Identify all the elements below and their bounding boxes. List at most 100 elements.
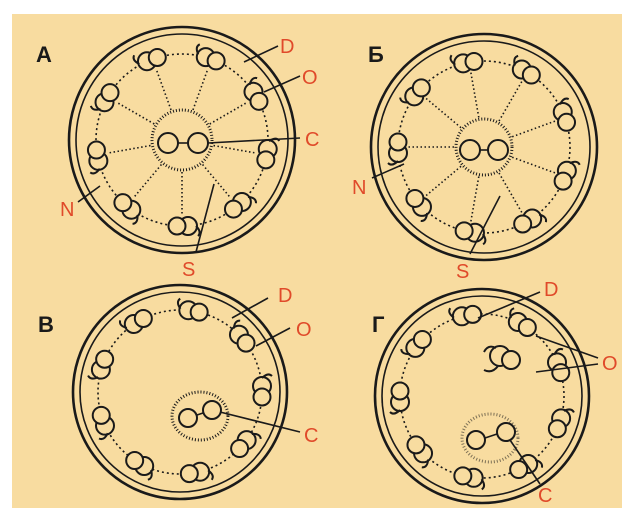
panel-a-central-pair bbox=[158, 133, 208, 153]
central-tubule bbox=[460, 140, 480, 160]
doublet-b-tubule bbox=[390, 134, 407, 151]
doublet-b-tubule bbox=[519, 319, 536, 336]
central-bridge bbox=[197, 413, 203, 415]
doublet-b-tubule bbox=[254, 389, 271, 406]
label-n: N bbox=[352, 177, 366, 199]
doublet-b-tubule bbox=[514, 215, 531, 232]
doublet-b-tubule bbox=[392, 383, 409, 400]
central-tubule bbox=[158, 133, 178, 153]
doublet bbox=[120, 310, 152, 333]
radial-spoke bbox=[426, 166, 461, 196]
central-tubule bbox=[203, 401, 221, 419]
doublet bbox=[514, 209, 546, 232]
central-tubule bbox=[188, 133, 208, 153]
doublet-b-tubule bbox=[552, 364, 569, 381]
doublet-b-tubule bbox=[169, 218, 186, 235]
doublet bbox=[449, 306, 481, 325]
doublet bbox=[244, 78, 267, 110]
radial-spoke bbox=[471, 72, 479, 117]
panel-g: Г D O C bbox=[372, 279, 618, 507]
doublet-b-tubule bbox=[558, 114, 575, 131]
doublet bbox=[554, 99, 575, 131]
radial-spoke bbox=[133, 165, 161, 199]
label-o: O bbox=[296, 319, 312, 341]
doublet bbox=[253, 374, 272, 405]
doublet-b-tubule bbox=[464, 306, 481, 323]
leader-line bbox=[256, 328, 290, 346]
doublet-b-tubule bbox=[250, 93, 267, 110]
doublet bbox=[126, 452, 153, 480]
label-s: S bbox=[456, 261, 469, 283]
panel-b: Б N S bbox=[352, 34, 597, 283]
label-c: C bbox=[304, 425, 318, 447]
doublet bbox=[513, 56, 540, 84]
doublet bbox=[230, 321, 255, 352]
doublet bbox=[257, 139, 279, 169]
central-tubule bbox=[179, 409, 197, 427]
panel-v-membrane-inner bbox=[80, 292, 280, 492]
doublet-b-tubule bbox=[257, 151, 274, 168]
doublet bbox=[390, 383, 409, 414]
doublet-b-tubule bbox=[406, 190, 423, 207]
radial-spoke bbox=[203, 165, 231, 199]
panel-letter-a: А bbox=[36, 42, 52, 67]
doublet bbox=[555, 162, 580, 190]
panel-g-displaced-doublet bbox=[484, 346, 520, 371]
central-tubule bbox=[467, 431, 485, 449]
radial-spoke bbox=[193, 69, 208, 110]
doublet-b-tubule bbox=[135, 310, 152, 327]
dynein-arm bbox=[178, 299, 180, 309]
doublet bbox=[400, 79, 430, 105]
panel-v-central-pair bbox=[179, 401, 221, 427]
doublet-b-tubule bbox=[114, 194, 131, 211]
doublet bbox=[91, 84, 119, 111]
doublet bbox=[88, 351, 113, 379]
doublet bbox=[454, 467, 484, 489]
radial-spoke bbox=[471, 177, 479, 222]
doublet bbox=[134, 49, 166, 70]
radial-spoke bbox=[512, 157, 555, 173]
doublet bbox=[451, 53, 483, 72]
doublet-b-tubule bbox=[149, 49, 166, 66]
dynein-arm bbox=[483, 234, 485, 244]
label-d: D bbox=[278, 285, 292, 307]
panel-b-central-pair bbox=[460, 140, 508, 160]
radial-spoke bbox=[499, 81, 522, 121]
doublet-b-tubule bbox=[555, 173, 572, 190]
radial-spoke bbox=[426, 98, 461, 128]
doublet-b-tubule bbox=[523, 67, 540, 84]
doublet-b-tubule bbox=[465, 53, 482, 70]
doublet-b-tubule bbox=[126, 452, 143, 469]
doublet-b-tubule bbox=[231, 440, 248, 457]
doublet-b-tubule bbox=[413, 79, 430, 96]
doublet-b-tubule bbox=[456, 222, 473, 239]
label-s: S bbox=[182, 259, 195, 281]
label-o: O bbox=[302, 67, 318, 89]
doublet-b-tubule bbox=[208, 52, 225, 69]
leader-line bbox=[208, 138, 300, 143]
doublet bbox=[114, 194, 140, 224]
doublet bbox=[509, 308, 536, 336]
doublet-b-tubule bbox=[96, 351, 113, 368]
radial-spoke bbox=[116, 102, 154, 124]
central-tubule bbox=[488, 140, 508, 160]
dynein-arm bbox=[482, 479, 484, 489]
doublet-b-tubule bbox=[88, 142, 105, 159]
doublet-b-tubule bbox=[181, 465, 198, 482]
panel-v: В D O C bbox=[38, 285, 318, 499]
doublet bbox=[231, 431, 261, 457]
doublet-b-tubule bbox=[407, 436, 424, 453]
radial-spoke bbox=[512, 121, 555, 137]
doublet-b-tubule bbox=[502, 351, 520, 369]
doublet-b-tubule bbox=[102, 84, 119, 101]
doublet bbox=[510, 455, 542, 478]
panel-a: А D O C N S bbox=[36, 27, 319, 281]
doublet-b-tubule bbox=[510, 461, 527, 478]
radial-spoke bbox=[210, 102, 248, 124]
label-c: C bbox=[305, 129, 319, 151]
label-c: C bbox=[538, 485, 552, 507]
doublet bbox=[548, 349, 569, 381]
panel-g-central-pair bbox=[467, 423, 515, 449]
